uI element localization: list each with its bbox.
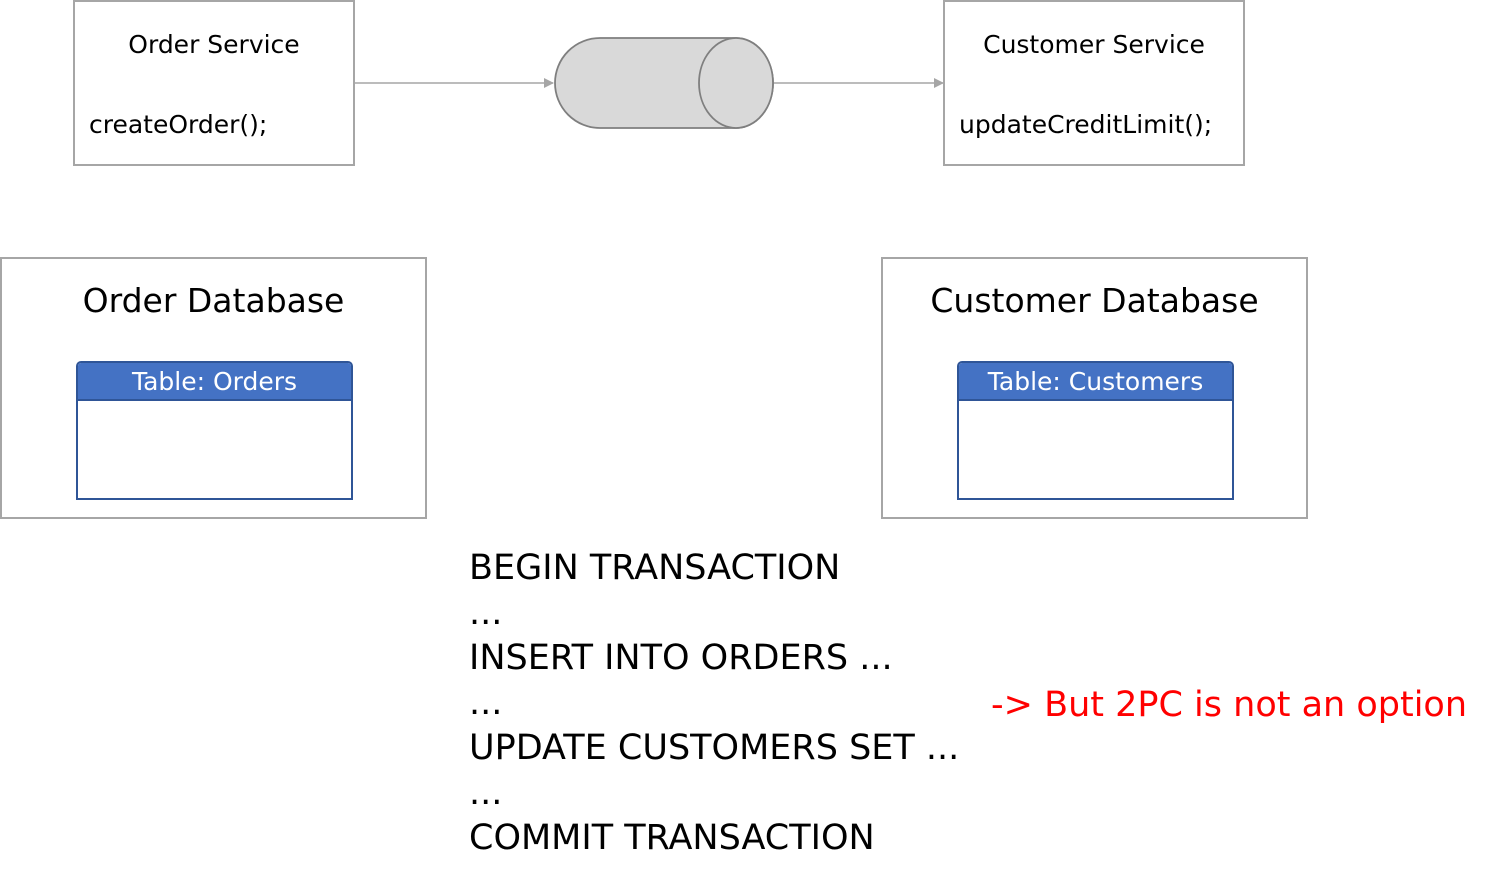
sql-line: UPDATE CUSTOMERS SET ... — [469, 728, 960, 768]
customer-database-title: Customer Database — [930, 281, 1259, 320]
two-phase-commit-note: -> But 2PC is not an option — [991, 685, 1468, 725]
order-service-box: Order Service createOrder(); — [73, 0, 355, 166]
message-queue-cylinder-icon — [554, 37, 774, 129]
orders-table-header: Table: Orders — [78, 363, 351, 401]
customer-database-box: Customer Database Table: Customers — [881, 257, 1308, 519]
customers-table-header: Table: Customers — [959, 363, 1232, 401]
customer-service-method: updateCreditLimit(); — [959, 110, 1213, 139]
order-service-method: createOrder(); — [89, 110, 268, 139]
sql-transaction-block: BEGIN TRANSACTION ... INSERT INTO ORDERS… — [469, 546, 959, 861]
order-service-title: Order Service — [128, 30, 300, 59]
sql-line: ... — [469, 773, 503, 813]
order-database-title: Order Database — [82, 281, 345, 320]
sql-line: ... — [469, 593, 503, 633]
order-database-box: Order Database Table: Orders — [0, 257, 427, 519]
orders-table: Table: Orders — [76, 361, 353, 500]
customer-service-title: Customer Service — [983, 30, 1205, 59]
sql-line: ... — [469, 683, 503, 723]
customer-service-box: Customer Service updateCreditLimit(); — [943, 0, 1245, 166]
customers-table: Table: Customers — [957, 361, 1234, 500]
sql-line: INSERT INTO ORDERS ... — [469, 638, 893, 678]
sql-line: BEGIN TRANSACTION — [469, 548, 841, 588]
sql-line: COMMIT TRANSACTION — [469, 818, 875, 858]
